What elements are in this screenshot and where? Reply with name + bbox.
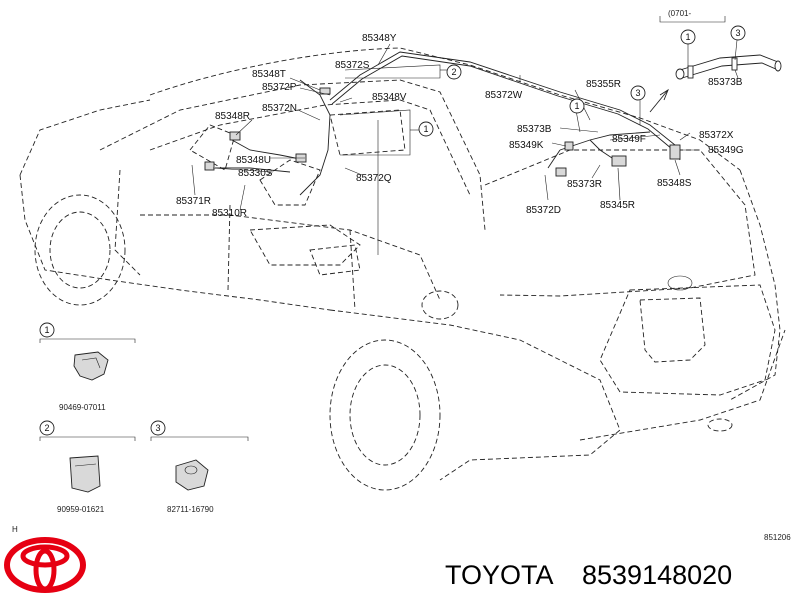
part-label: 85348Y	[362, 33, 397, 44]
vehicle-outline	[19, 47, 786, 491]
part-label: 85349G	[708, 145, 744, 156]
legend-item-3: 3 82711-16790	[150, 420, 249, 514]
svg-text:2: 2	[451, 67, 456, 77]
part-label: 85372X	[699, 130, 734, 141]
legend-item-2: 2 90959-01621	[39, 420, 136, 514]
part-label: 85348S	[657, 178, 692, 189]
callout-3-hose: 3	[730, 25, 746, 41]
part-label: 85372D	[526, 205, 561, 216]
clip-part-icon	[73, 351, 109, 381]
part-label: 85371R	[176, 196, 211, 207]
svg-text:3: 3	[155, 423, 160, 433]
svg-text:2: 2	[44, 423, 49, 433]
svg-text:3: 3	[635, 88, 640, 98]
part-label: 85310R	[212, 208, 247, 219]
date-code: (0701-	[668, 9, 691, 18]
svg-text:1: 1	[423, 124, 428, 134]
svg-text:3: 3	[735, 28, 740, 38]
callout-3-main: 3	[630, 85, 646, 101]
part-label: 85348T	[252, 69, 286, 80]
callout-1-roof: 1	[569, 98, 585, 114]
callout-1-main: 1	[418, 121, 434, 137]
brand-name: TOYOTA	[445, 560, 554, 590]
clamp-part-icon	[69, 455, 101, 493]
part-label: 85349K	[509, 140, 544, 151]
page-mark: H	[12, 525, 18, 534]
part-label: 85372Q	[356, 173, 392, 184]
wiring-harness	[204, 51, 782, 196]
grommet-part-icon	[175, 459, 209, 491]
part-label: 85349F	[612, 134, 646, 145]
legend-part-number: 90959-01621	[57, 505, 105, 514]
part-labels: 85348Y 85372S 85348T 85372P 85348V 85372…	[176, 33, 744, 219]
svg-text:1: 1	[685, 32, 690, 42]
legend-part-number: 82711-16790	[167, 505, 214, 514]
toyota-logo-icon	[4, 537, 86, 593]
part-label: 85372N	[262, 103, 297, 114]
part-label: 85372S	[335, 60, 370, 71]
svg-text:1: 1	[574, 101, 579, 111]
part-label: 85348U	[236, 155, 271, 166]
callout-2-main: 2	[446, 64, 462, 80]
callout-1-hose: 1	[680, 29, 696, 45]
part-label: 85372W	[485, 90, 523, 101]
part-label: 85348R	[215, 111, 250, 122]
figure-code: 851206	[764, 533, 791, 542]
product-part-number: 8539148020	[582, 560, 732, 590]
part-label: 85372P	[262, 82, 297, 93]
part-label: 85345R	[600, 200, 635, 211]
leader-lines	[191, 16, 739, 255]
part-label: 85348V	[372, 92, 407, 103]
part-label: 85373R	[567, 179, 602, 190]
part-label: 85330S	[238, 168, 273, 179]
part-label: 85355R	[586, 79, 621, 90]
part-label: 85373B	[517, 124, 552, 135]
part-label: 85373B	[708, 77, 743, 88]
legend-part-number: 90469-07011	[59, 403, 106, 412]
svg-text:1: 1	[44, 325, 49, 335]
legend-item-1: 1 90469-07011	[39, 322, 136, 412]
